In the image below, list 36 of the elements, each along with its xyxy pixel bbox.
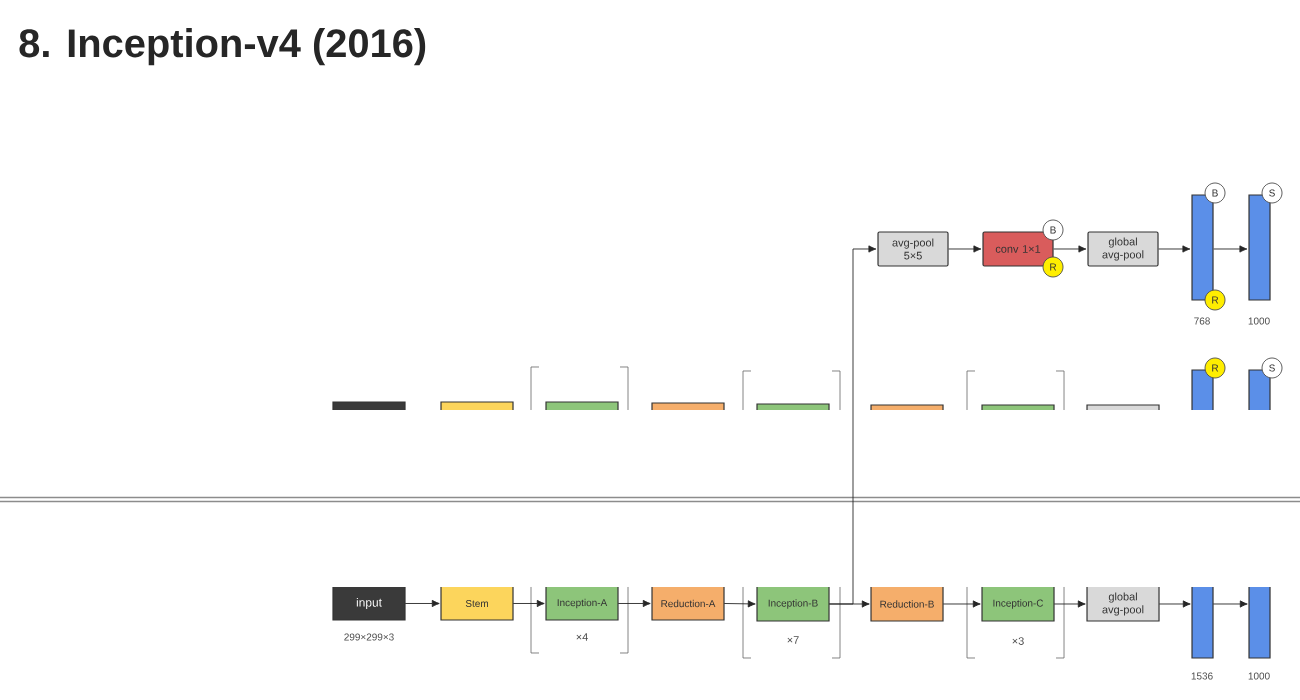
arrow bbox=[1158, 600, 1191, 608]
arrow bbox=[942, 600, 981, 608]
arrow bbox=[617, 599, 651, 608]
size-label: 1000 bbox=[1248, 317, 1270, 325]
layer-box: Inception-A bbox=[545, 401, 619, 621]
output-bar bbox=[1248, 194, 1271, 301]
layer-box: Reduction-A bbox=[651, 402, 725, 621]
output-bar bbox=[1191, 369, 1214, 659]
layer-box: Inception-B bbox=[756, 403, 830, 622]
layer-box: Inception-C bbox=[981, 404, 1055, 622]
layer-box: global avg-pool bbox=[1087, 231, 1159, 267]
repeat-label: ×7 bbox=[787, 636, 799, 644]
size-label: 768 bbox=[1194, 317, 1210, 325]
layer-box: input bbox=[332, 401, 406, 621]
output-bar bbox=[1248, 369, 1271, 659]
arrow bbox=[512, 599, 545, 608]
repeat-label: ×3 bbox=[1012, 637, 1024, 645]
arrow bbox=[828, 600, 870, 608]
size-label: 299×299×3 bbox=[344, 633, 394, 641]
arrow bbox=[1212, 600, 1248, 608]
arrow bbox=[1213, 245, 1248, 253]
layer-box: Stem bbox=[440, 401, 514, 621]
arrow bbox=[1053, 600, 1086, 608]
arrow bbox=[948, 245, 982, 253]
title: 8. Inception-v4 (2016) bbox=[19, 28, 426, 66]
repeat-label: ×4 bbox=[576, 633, 588, 641]
arrow bbox=[723, 600, 756, 608]
size-label: 1536 bbox=[1191, 672, 1213, 680]
layer-box: global avg-pool bbox=[1086, 404, 1160, 622]
size-label: 1000 bbox=[1248, 672, 1270, 680]
arrow bbox=[1053, 245, 1087, 253]
output-bar bbox=[1191, 194, 1214, 301]
arrow bbox=[404, 599, 440, 608]
layer-box: Reduction-B bbox=[870, 404, 944, 622]
arrow bbox=[1158, 245, 1191, 253]
layer-box: avg-pool 5×5 bbox=[877, 231, 949, 267]
